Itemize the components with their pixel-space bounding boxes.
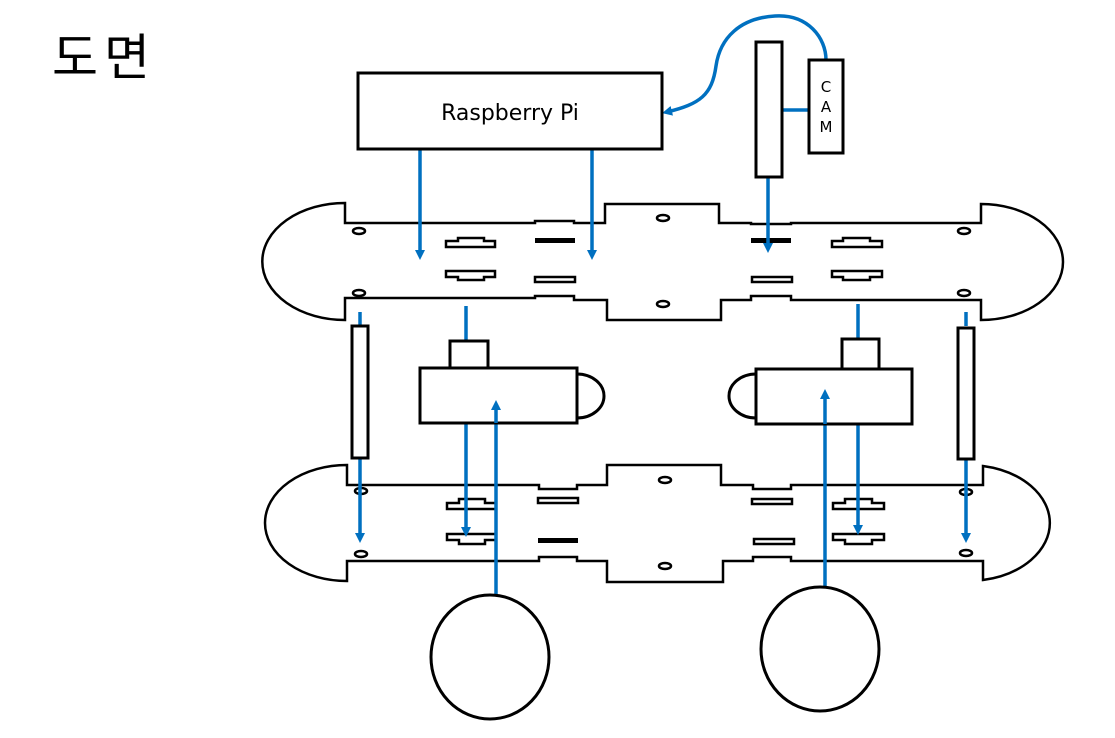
chassis-slot [536,496,580,505]
camera-module: C A M [807,58,845,155]
mount-hole [351,226,367,236]
right-side-bar [956,326,976,461]
raspberry-pi-box: Raspberry Pi [356,71,664,151]
right-motor [727,337,914,426]
chassis-slot [750,497,794,506]
mount-hole [956,226,972,236]
chassis-slot [533,275,577,284]
mount-hole [956,288,972,298]
mount-hole [351,288,367,298]
left-wheel [429,593,551,721]
left-motor-body [418,366,579,425]
chassis-slot [750,275,794,284]
chassis-slot [444,236,497,249]
top-chassis-plate [261,201,1065,322]
chassis-slot-filled [538,538,578,543]
camera-board [754,40,784,179]
chassis-slot [831,532,886,546]
wire-cam-to-pi [662,14,828,116]
chassis-slot [752,537,796,546]
chassis-slot-filled [535,238,575,243]
bottom-chassis-plate [263,463,1052,584]
left-side-bar [350,324,370,460]
wiring [355,14,971,597]
mount-hole [958,548,974,558]
mount-hole [655,213,671,223]
right-motor-shaft-cap [727,372,757,420]
chassis-slot [830,236,884,249]
cam-label-c: C [821,78,831,96]
cam-label-m: M [820,118,833,136]
right-motor-body [754,367,914,426]
chassis-slot [830,269,884,282]
chassis-slot-filled [751,238,791,243]
mount-hole [353,549,369,559]
mount-hole [655,299,671,309]
diagram-title: 도면 [52,29,156,87]
left-motor-shaft-cap [576,372,606,420]
mount-hole [657,475,673,485]
right-motor-connector [840,337,881,371]
left-motor-connector [448,339,490,370]
right-wheel [759,585,881,713]
mount-hole [657,561,673,571]
left-motor [418,339,606,425]
raspberry-pi-label: Raspberry Pi [441,101,579,126]
chassis-slot [444,269,497,282]
chassis-slot [445,497,498,511]
cam-label-a: A [821,98,832,116]
